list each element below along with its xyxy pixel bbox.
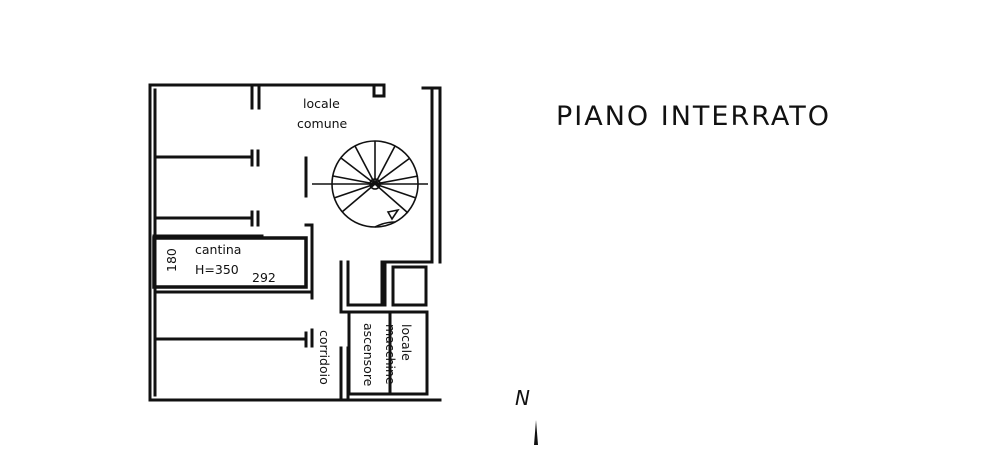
cantina-width-dimension: 292 xyxy=(252,270,276,285)
cantina-height-label: H=350 xyxy=(195,262,239,277)
locale-macchine-label-line1: locale xyxy=(399,324,414,361)
plan-title: PIANO INTERRATO xyxy=(556,101,831,132)
room-labels: locale comune cantina H=350 292 180 corr… xyxy=(164,96,414,387)
spiral-staircase xyxy=(312,140,428,228)
cantina-label: cantina xyxy=(195,242,241,257)
cellar-partitions-upper xyxy=(153,83,386,227)
locale-comune-label-line2: comune xyxy=(297,116,348,131)
outer-walls xyxy=(148,83,442,402)
north-arrow-icon: N xyxy=(515,386,538,445)
cantina-room xyxy=(152,223,314,300)
cellar-partitions-lower xyxy=(153,290,314,348)
locale-comune-label-line1: locale xyxy=(303,96,340,111)
corridoio-label: corridoio xyxy=(317,330,332,385)
ascensore-label: ascensore xyxy=(361,323,376,387)
elevator-block xyxy=(347,310,429,396)
north-label: N xyxy=(515,386,530,410)
cantina-depth-dimension: 180 xyxy=(164,248,179,272)
locale-macchine-label-line2: macchine xyxy=(383,324,398,385)
